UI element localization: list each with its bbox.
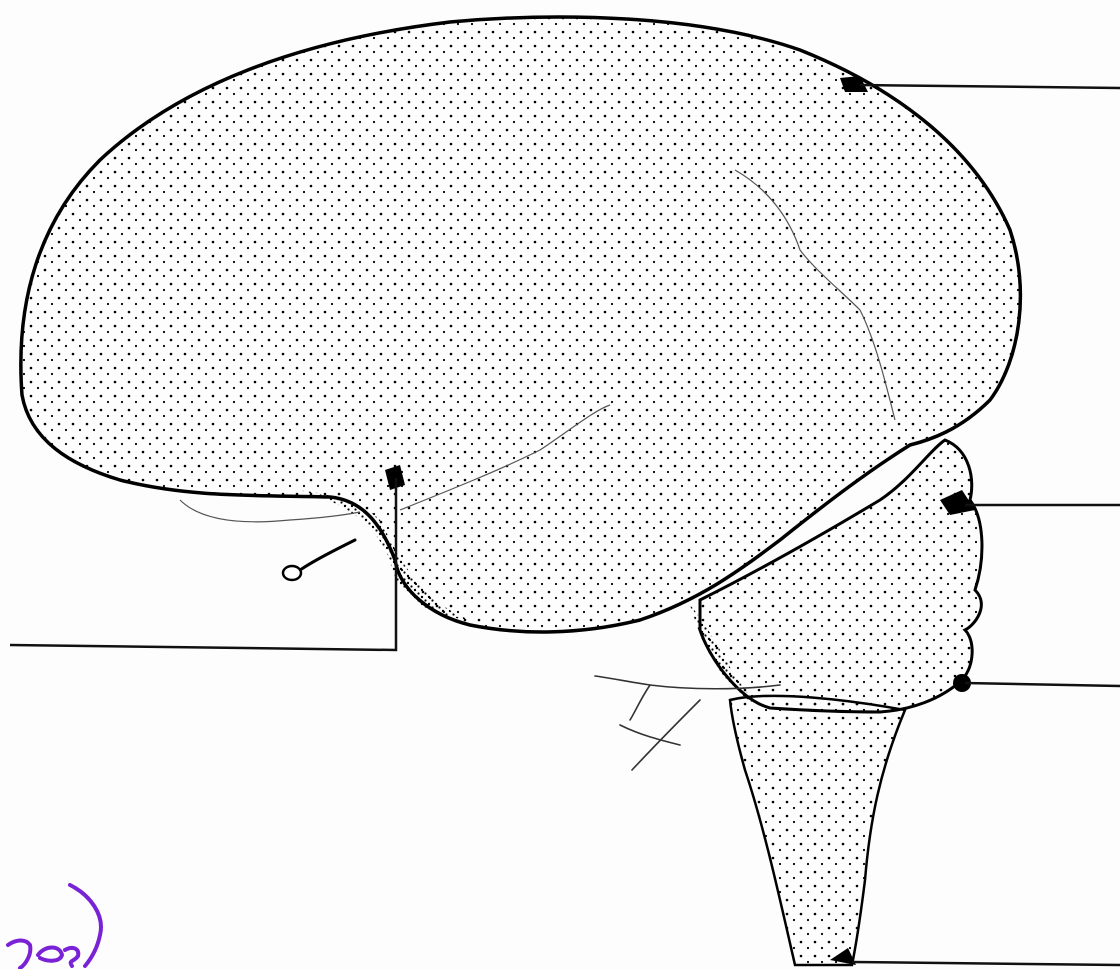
optic-stalk-end: [283, 566, 301, 580]
handwriting-mark: [8, 885, 101, 968]
nerve-branch-4: [620, 725, 680, 745]
olfactory-tract-line: [180, 500, 360, 522]
nerve-branch-2: [630, 685, 650, 720]
optic-stalk: [300, 540, 355, 570]
lead-right-3: [965, 683, 1120, 686]
brainstem-shape: [730, 696, 905, 965]
lead-right-4: [852, 962, 1120, 965]
lead-right-1: [860, 85, 1120, 88]
